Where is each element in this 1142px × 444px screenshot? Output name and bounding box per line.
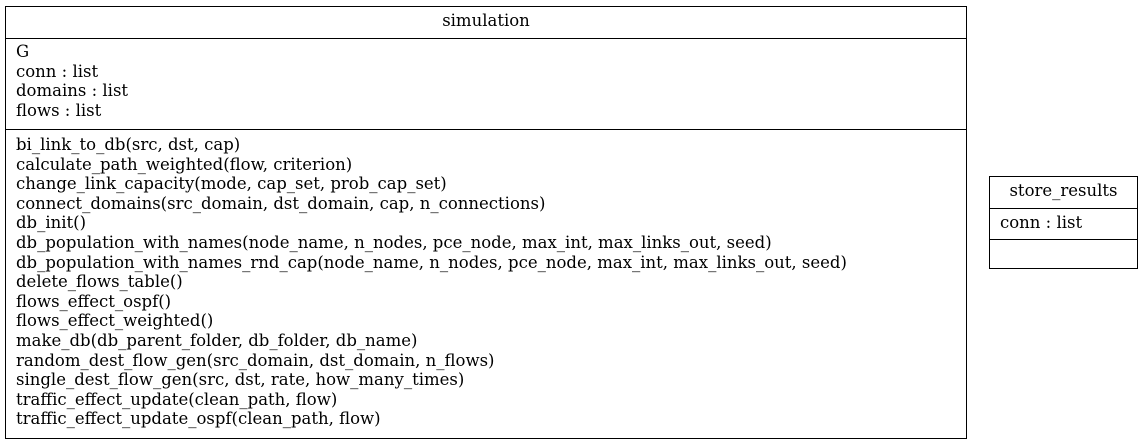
- method: random_dest_flow_gen(src_domain, dst_dom…: [16, 350, 495, 370]
- method: db_init(): [16, 213, 87, 233]
- method: db_population_with_names(node_name, n_no…: [16, 232, 772, 252]
- method: delete_flows_table(): [16, 272, 183, 292]
- method: single_dest_flow_gen(src, dst, rate, how…: [16, 370, 465, 390]
- method: change_link_capacity(mode, cap_set, prob…: [16, 174, 447, 194]
- class-name-section: store_results: [990, 177, 1137, 208]
- attributes-section: G conn : list domains : list flows : lis…: [6, 38, 966, 129]
- method: calculate_path_weighted(flow, criterion): [16, 154, 353, 174]
- class-store-results: store_results conn : list: [989, 176, 1138, 269]
- methods-section: [990, 239, 1137, 268]
- class-name: store_results: [1009, 181, 1118, 200]
- method: flows_effect_weighted(): [16, 311, 214, 331]
- method: connect_domains(src_domain, dst_domain, …: [16, 193, 546, 213]
- attributes-section: conn : list: [990, 208, 1137, 239]
- method: traffic_effect_update_ospf(clean_path, f…: [16, 409, 381, 429]
- method: db_population_with_names_rnd_cap(node_na…: [16, 252, 847, 272]
- attribute: conn : list: [1000, 213, 1083, 232]
- method: bi_link_to_db(src, dst, cap): [16, 135, 241, 154]
- class-simulation: simulation G conn : list domains : list …: [5, 6, 967, 439]
- class-name: simulation: [442, 11, 530, 30]
- attribute: flows : list: [16, 100, 102, 120]
- method: make_db(db_parent_folder, db_folder, db_…: [16, 330, 418, 350]
- attribute: domains : list: [16, 81, 129, 101]
- class-name-section: simulation: [6, 7, 966, 38]
- method: flows_effect_ospf(): [16, 291, 172, 311]
- methods-section: bi_link_to_db(src, dst, cap) calculate_p…: [6, 129, 966, 429]
- attribute: conn : list: [16, 61, 99, 81]
- method: traffic_effect_update(clean_path, flow): [16, 389, 338, 409]
- attribute: G: [16, 42, 30, 61]
